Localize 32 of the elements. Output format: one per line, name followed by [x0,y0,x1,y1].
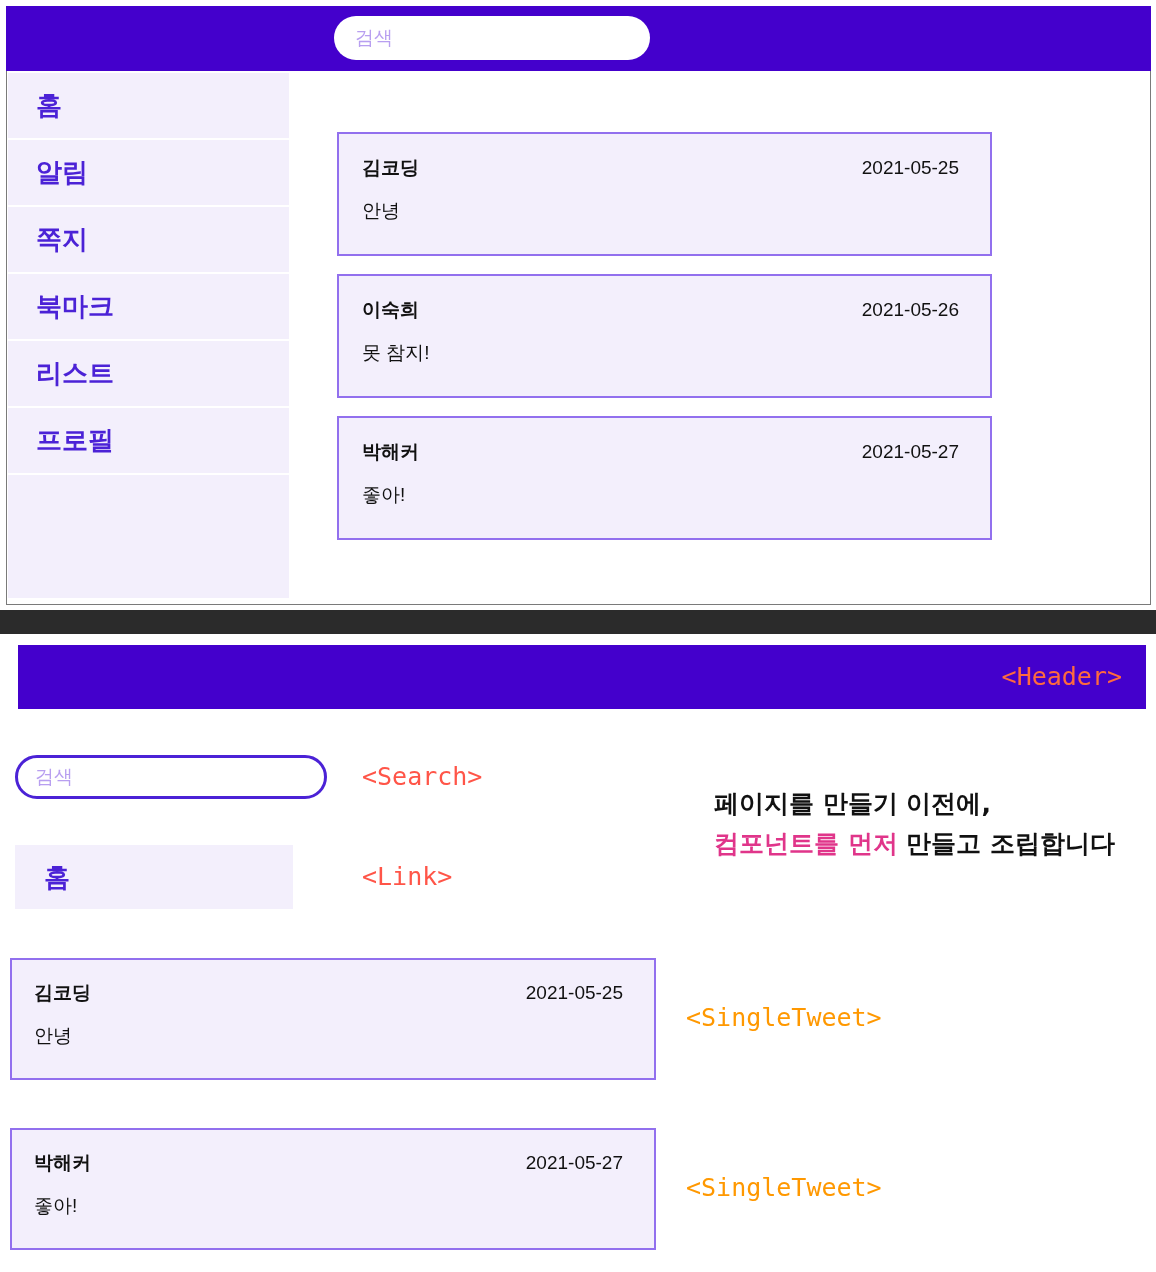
header-bar [6,6,1151,71]
author-name: 이숙희 [362,299,419,321]
component-label: <SingleTweet> [686,1173,882,1203]
tweet-card [10,1128,656,1250]
tweet-card [337,132,992,256]
divider-bar [0,610,1156,634]
date-text: 2021-05-27 [861,441,959,463]
author-name: 박해커 [362,441,419,463]
author-name: 김코딩 [34,982,91,1004]
tweet-card [10,958,656,1080]
tweet-card [337,274,992,398]
date-text: 2021-05-25 [861,157,959,179]
header-bar [18,645,1146,709]
author-name: 김코딩 [362,157,419,179]
search-field: 검색 [334,16,650,60]
date-text: 2021-05-27 [525,1152,623,1174]
component-label: <Search> [362,762,483,792]
component-label: <SingleTweet> [686,1003,882,1033]
tweet-text: 못 참지! [362,342,430,364]
date-text: 2021-05-25 [525,982,623,1004]
nav-link: 홈 [15,845,293,909]
note-text: 페이지를 만들기 이전에, 컴포넌트를 먼저 만들고 조립합니다 [714,788,1116,860]
author-name: 박해커 [34,1152,91,1174]
tweet-text: 좋아! [362,484,406,506]
tweet-text: 안녕 [34,1025,72,1047]
component-label: <Link> [362,862,453,892]
tweet-card [337,416,992,540]
search-field: 검색 [15,755,327,799]
tweet-text: 안녕 [362,200,400,222]
component-label: <Header> [1001,662,1122,692]
date-text: 2021-05-26 [861,299,959,321]
tweet-text: 좋아! [34,1195,78,1217]
